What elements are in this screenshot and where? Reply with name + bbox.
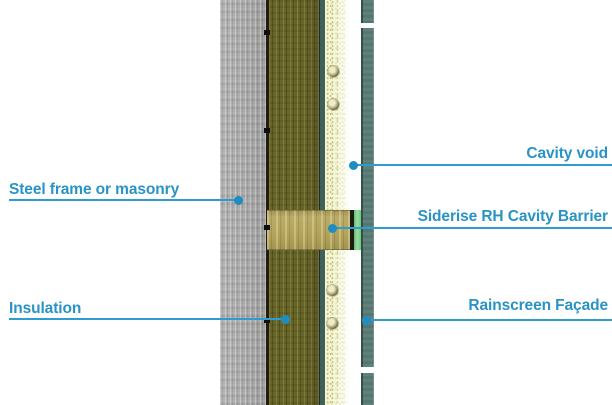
label-cavity-barrier: Siderise RH Cavity Barrier: [417, 208, 608, 225]
leader-dot-cavity-void: [349, 161, 358, 170]
leader-line-cavity-void: [353, 164, 612, 166]
fixing-mark: [264, 128, 270, 133]
membrane-layer: [325, 0, 352, 405]
label-insulation: Insulation: [9, 300, 82, 317]
rivet-fastener: [328, 66, 339, 77]
rivet-fastener: [327, 318, 338, 329]
facade-panel-top: [361, 0, 374, 23]
leader-dot-steel-frame: [234, 196, 243, 205]
leader-line-rainscreen-facade: [366, 319, 612, 321]
facade-panel-middle: [361, 28, 374, 367]
masonry-insulation-joint: [266, 0, 269, 405]
facade-panel-bottom: [361, 373, 374, 405]
leader-dot-cavity-barrier: [328, 224, 337, 233]
fixing-mark: [264, 30, 270, 35]
label-cavity-void: Cavity void: [526, 145, 608, 162]
label-rainscreen-facade: Rainscreen Façade: [468, 297, 608, 314]
fixing-mark: [264, 318, 270, 323]
leader-line-cavity-barrier: [332, 227, 612, 229]
sheathing-board-layer: [319, 0, 325, 405]
rivet-fastener: [327, 285, 338, 296]
fixing-mark: [264, 225, 270, 230]
label-steel-frame: Steel frame or masonry: [9, 181, 180, 198]
leader-dot-rainscreen-facade: [362, 316, 371, 325]
insulation-layer: [269, 0, 319, 405]
leader-dot-insulation: [281, 315, 290, 324]
cavity-barrier-intumescent-strip: [354, 210, 361, 250]
masonry-layer: [220, 0, 266, 405]
cavity-barrier-edge: [350, 210, 354, 250]
rivet-fastener: [328, 99, 339, 110]
cavity-barrier-body: [267, 210, 350, 250]
leader-line-steel-frame: [9, 199, 238, 201]
leader-line-insulation: [9, 318, 285, 320]
